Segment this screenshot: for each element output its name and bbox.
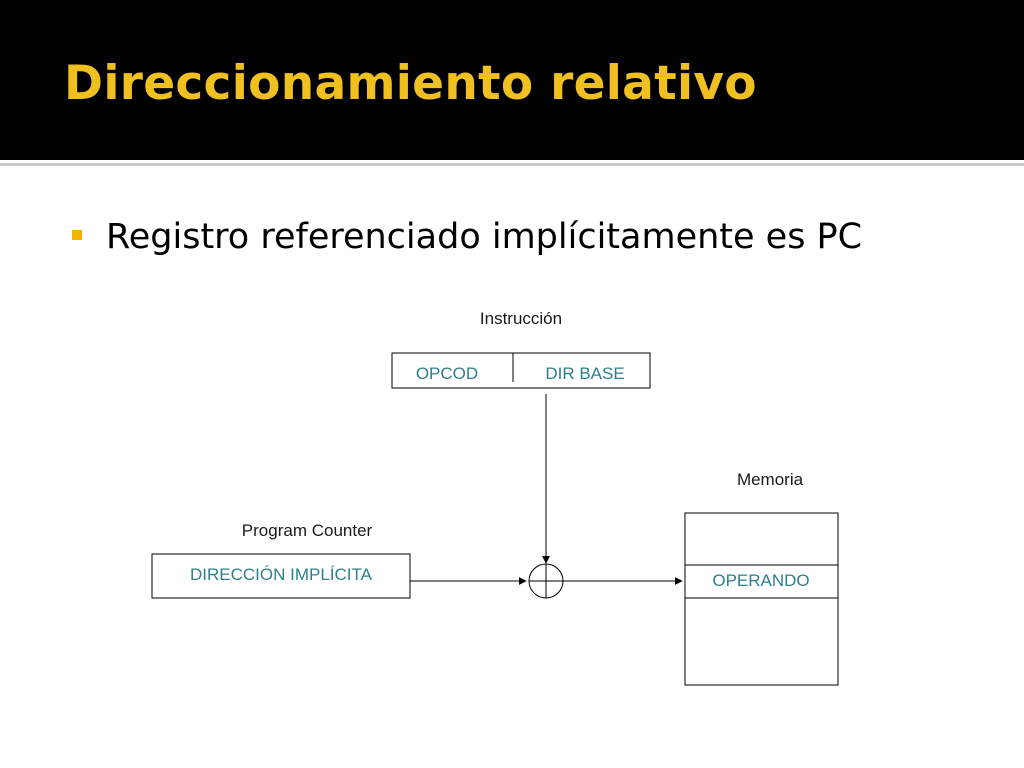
operand-cell: OPERANDO bbox=[712, 571, 809, 590]
square-bullet-icon bbox=[72, 230, 82, 240]
program-counter-label: Program Counter bbox=[242, 521, 373, 540]
memory-label: Memoria bbox=[737, 470, 804, 489]
bullet-text: Registro referenciado implícitamente es … bbox=[106, 217, 863, 257]
header-divider bbox=[0, 163, 1024, 166]
memory-box bbox=[684, 512, 839, 686]
program-counter-box bbox=[151, 553, 411, 599]
opcode-field: OPCOD bbox=[416, 364, 478, 383]
adder-symbol bbox=[528, 563, 564, 599]
instruction-label: Instrucción bbox=[480, 309, 562, 328]
implicit-address-field: DIRECCIÓN IMPLÍCITA bbox=[190, 565, 373, 584]
slide-header: Direccionamiento relativo bbox=[0, 0, 1024, 160]
base-address-field: DIR BASE bbox=[545, 364, 624, 383]
bullet-item: Registro referenciado implícitamente es … bbox=[72, 212, 862, 262]
slide-title: Direccionamiento relativo bbox=[64, 56, 757, 111]
instruction-box bbox=[391, 352, 651, 389]
